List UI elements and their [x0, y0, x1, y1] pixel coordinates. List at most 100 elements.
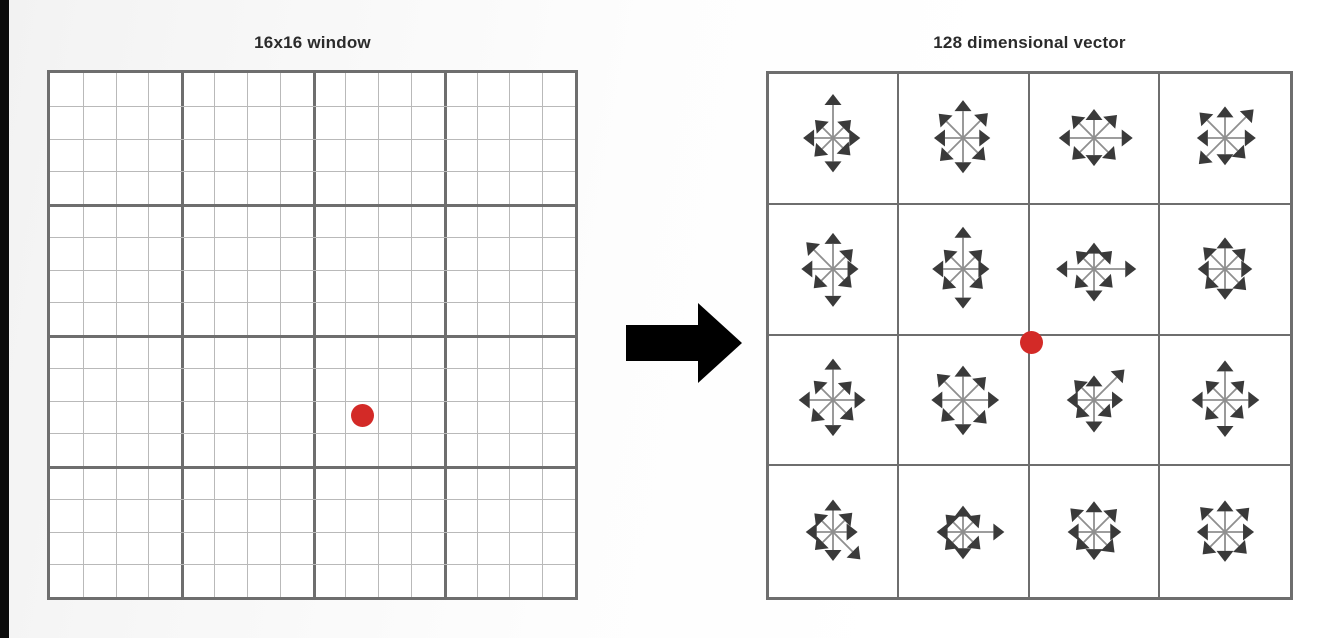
orientation-histogram-star: [798, 358, 866, 436]
orientation-histogram-star: [805, 499, 861, 561]
histogram-bin-arrowhead: [1196, 523, 1208, 541]
orientation-histogram-star: [932, 226, 990, 309]
histogram-bin-ray: [944, 380, 965, 401]
grid-line-minor-horizontal: [50, 138, 575, 140]
orientation-histogram-star: [934, 100, 991, 174]
histogram-bin-ray: [1212, 399, 1226, 413]
histogram-bin-arrowhead: [1235, 507, 1250, 522]
histogram-bin-arrowhead: [811, 407, 826, 422]
histogram-bin-ray: [948, 399, 965, 415]
histogram-bin-arrowhead: [940, 147, 955, 162]
histogram-bin-arrowhead: [1058, 129, 1070, 147]
histogram-bin-arrowhead: [846, 545, 861, 560]
histogram-bin-ray: [1078, 123, 1095, 140]
histogram-bin-arrowhead: [942, 275, 957, 290]
keypoint-dot-left: [351, 404, 374, 427]
histogram-bin-arrowhead: [945, 535, 960, 550]
histogram-bin-arrowhead: [1085, 290, 1103, 302]
histogram-bin-arrowhead: [1071, 115, 1086, 130]
histogram-bin-ray: [832, 256, 846, 270]
histogram-bin-arrowhead: [1085, 375, 1103, 387]
histogram-bin-arrowhead: [838, 512, 853, 527]
histogram-bin-arrowhead: [967, 514, 981, 528]
histogram-bin-ray: [1092, 122, 1110, 140]
descriptor-cell: [769, 74, 900, 205]
histogram-bin-arrowhead: [1124, 260, 1136, 278]
histogram-bin-arrowhead: [836, 142, 851, 156]
histogram-bin-ray: [1092, 515, 1110, 533]
histogram-bin-arrowhead: [936, 523, 948, 541]
descriptor-cell: [1159, 74, 1290, 205]
histogram-bin-ray: [821, 520, 834, 533]
histogram-bin-ray: [1207, 513, 1226, 533]
histogram-bin-arrowhead: [1085, 500, 1103, 512]
histogram-bin-ray: [832, 519, 846, 533]
histogram-bin-arrowhead: [1232, 539, 1247, 554]
histogram-bin-ray: [962, 120, 982, 140]
histogram-bin-ray: [1092, 376, 1117, 401]
orientation-histogram-star: [1197, 237, 1253, 300]
histogram-bin-arrowhead: [1241, 260, 1253, 278]
grid-line-minor-horizontal: [50, 498, 575, 500]
histogram-bin-arrowhead: [934, 129, 946, 147]
histogram-bin-arrowhead: [1102, 508, 1117, 523]
histogram-bin-ray: [1092, 268, 1106, 281]
histogram-bin-arrowhead: [1073, 379, 1088, 394]
histogram-bin-arrowhead: [932, 260, 944, 278]
histogram-bin-ray: [962, 521, 974, 533]
histogram-bin-ray: [822, 530, 834, 543]
histogram-bin-arrowhead: [1248, 391, 1260, 409]
histogram-bin-ray: [947, 137, 965, 155]
histogram-bin-ray: [1092, 258, 1105, 270]
histogram-bin-arrowhead: [1110, 369, 1125, 384]
histogram-bin-arrowhead: [1216, 237, 1234, 249]
histogram-bin-arrowhead: [1216, 288, 1234, 300]
histogram-bin-arrowhead: [973, 409, 988, 424]
grid-line-minor-horizontal: [50, 302, 575, 304]
left-panel-title: 16x16 window: [254, 33, 371, 52]
histogram-bin-ray: [822, 127, 834, 140]
descriptor-cell: [1029, 204, 1160, 336]
descriptor-cell: [769, 466, 900, 597]
histogram-bin-arrowhead: [971, 146, 986, 161]
histogram-bin-arrowhead: [1205, 380, 1220, 395]
histogram-bin-ray: [1082, 530, 1095, 543]
histogram-bin-ray: [832, 268, 845, 281]
histogram-bin-arrowhead: [954, 424, 972, 436]
histogram-bin-arrowhead: [1229, 404, 1244, 419]
histogram-bin-arrowhead: [1216, 550, 1234, 562]
descriptor-cell: [899, 74, 1030, 205]
grid-line-minor-horizontal: [50, 269, 575, 271]
histogram-bin-arrowhead: [1231, 248, 1246, 263]
descriptor-cell: [899, 204, 1030, 336]
histogram-bin-arrowhead: [824, 549, 842, 561]
histogram-bin-ray: [1092, 530, 1108, 546]
grid-line-minor-horizontal: [50, 564, 575, 566]
histogram-bin-arrowhead: [1231, 145, 1246, 159]
histogram-bin-arrowhead: [824, 424, 842, 436]
histogram-bin-arrowhead: [1066, 391, 1078, 409]
histogram-bin-ray: [820, 268, 834, 282]
histogram-bin-arrowhead: [824, 295, 842, 307]
histogram-bin-arrowhead: [806, 242, 821, 257]
histogram-bin-arrowhead: [854, 391, 866, 409]
histogram-bin-arrowhead: [814, 512, 829, 527]
histogram-bin-arrowhead: [824, 358, 842, 370]
histogram-bin-arrowhead: [814, 143, 829, 158]
histogram-bin-arrowhead: [846, 523, 858, 541]
orientation-histogram-star: [1196, 499, 1254, 562]
histogram-bin-arrowhead: [824, 233, 842, 245]
orientation-histogram-star: [1196, 106, 1256, 166]
histogram-bin-arrowhead: [1216, 499, 1234, 511]
descriptor-cell: [1029, 335, 1160, 467]
descriptor-cell: [1159, 336, 1290, 467]
histogram-bin-arrowhead: [979, 129, 991, 147]
histogram-bin-arrowhead: [1069, 507, 1084, 522]
histogram-bin-arrowhead: [803, 129, 815, 147]
window-grid-lines: [50, 73, 575, 597]
histogram-bin-arrowhead: [945, 514, 960, 528]
histogram-bin-arrowhead: [1102, 115, 1117, 130]
histogram-bin-ray: [1077, 515, 1095, 533]
histogram-bin-arrowhead: [849, 129, 861, 147]
